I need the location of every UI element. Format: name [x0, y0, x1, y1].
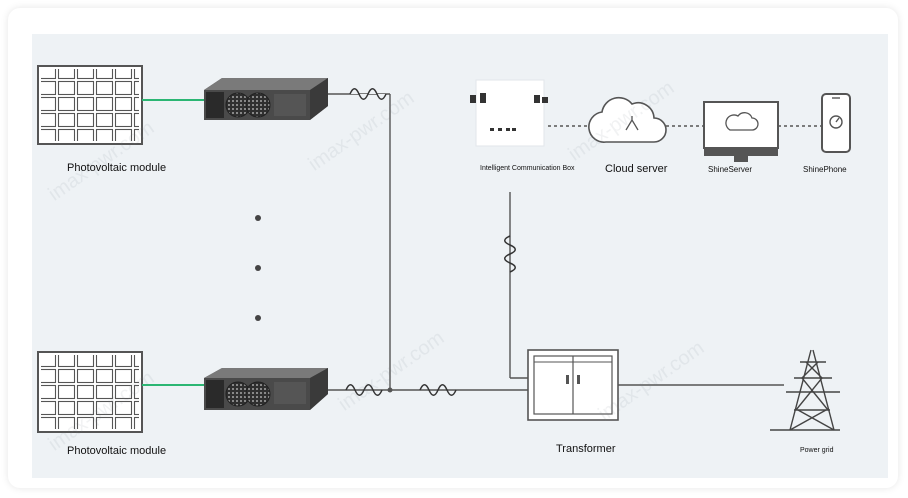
- cloud-server-label: Cloud server: [605, 163, 668, 175]
- transformer-label: Transformer: [556, 443, 616, 455]
- inverter-bottom: [204, 368, 328, 410]
- pv-module-top: [37, 65, 143, 145]
- power-grid-label: Power grid: [800, 447, 834, 454]
- more-modules-ellipsis: [255, 215, 261, 321]
- cloud-icon: [588, 96, 667, 143]
- inverter-top: [204, 78, 328, 120]
- shine-server: [703, 101, 779, 162]
- inverter-icon: [204, 368, 328, 410]
- monitor-icon: [703, 101, 779, 162]
- transformer: [527, 349, 619, 421]
- communication-box-icon: [470, 79, 548, 147]
- pv-module-bottom-label: Photovoltaic module: [67, 445, 167, 457]
- communication-box: [470, 79, 548, 147]
- solar-panel-icon: [37, 351, 143, 433]
- power-tower-icon: [770, 349, 840, 431]
- bus-junction: [387, 387, 393, 393]
- ac-wave-icon: [349, 88, 387, 100]
- comm-box-label: Intelligent Communication Box: [480, 165, 575, 172]
- transformer-cabinet-icon: [527, 349, 619, 421]
- solar-panel-icon: [37, 65, 143, 145]
- ac-wave-icon: [419, 384, 457, 396]
- pv-module-bottom: [37, 351, 143, 433]
- ac-bus-lines: [328, 93, 784, 391]
- cloud-server: [588, 96, 667, 143]
- smartphone-icon: [821, 93, 851, 153]
- shine-phone-label: ShinePhone: [803, 165, 847, 174]
- ac-wave-icon: [345, 384, 383, 396]
- ac-wave-icon: [504, 235, 516, 273]
- shine-phone: [821, 93, 851, 153]
- power-grid: [770, 349, 840, 431]
- pv-module-top-label: Photovoltaic module: [67, 162, 167, 174]
- inverter-icon: [204, 78, 328, 120]
- shine-server-label: ShineServer: [708, 165, 753, 174]
